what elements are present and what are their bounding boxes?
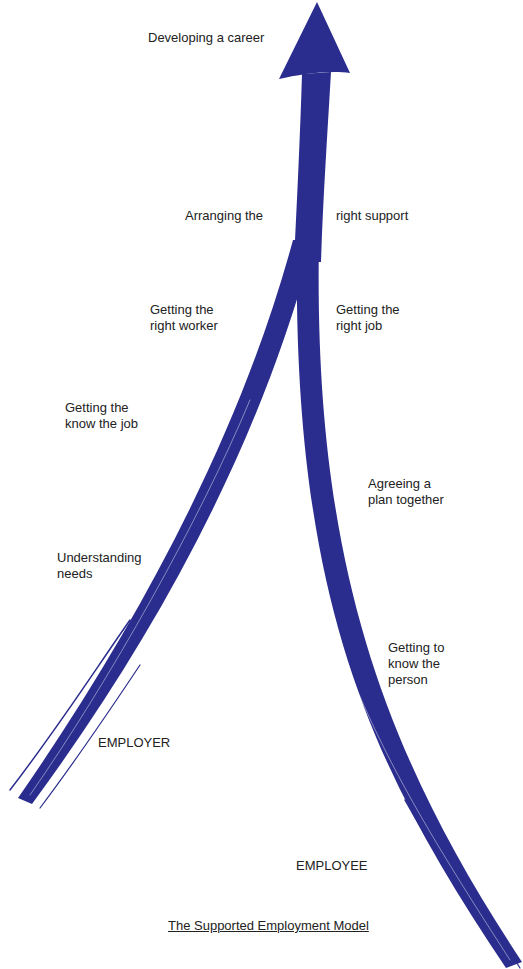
- brush-strand: [420, 810, 520, 968]
- arrow-head: [279, 2, 350, 79]
- step-label: Getting to know the person: [388, 640, 463, 688]
- brush-arrow: [18, 2, 522, 968]
- diagram-caption: The Supported Employment Model: [168, 918, 428, 934]
- brush-highlights: [30, 400, 510, 960]
- brush-strand: [405, 800, 500, 955]
- step-label: right support: [336, 208, 446, 224]
- step-label: Developing a career: [148, 30, 308, 46]
- employee-stroke: [297, 240, 522, 968]
- step-label: Agreeing a plan together: [368, 476, 458, 508]
- step-label: Getting the right job: [336, 302, 416, 334]
- brush-highlight: [310, 520, 510, 960]
- brush-highlight: [30, 400, 250, 795]
- step-label: Arranging the: [185, 208, 285, 224]
- party-label: EMPLOYEE: [296, 858, 386, 874]
- party-label: EMPLOYER: [98, 735, 188, 751]
- brush-strands: [10, 620, 520, 968]
- arrow-shaft: [294, 72, 331, 262]
- brush-strand: [10, 620, 130, 790]
- step-label: Getting the right worker: [150, 302, 240, 334]
- step-label: Understanding needs: [57, 550, 152, 582]
- step-label: Getting the know the job: [65, 400, 155, 432]
